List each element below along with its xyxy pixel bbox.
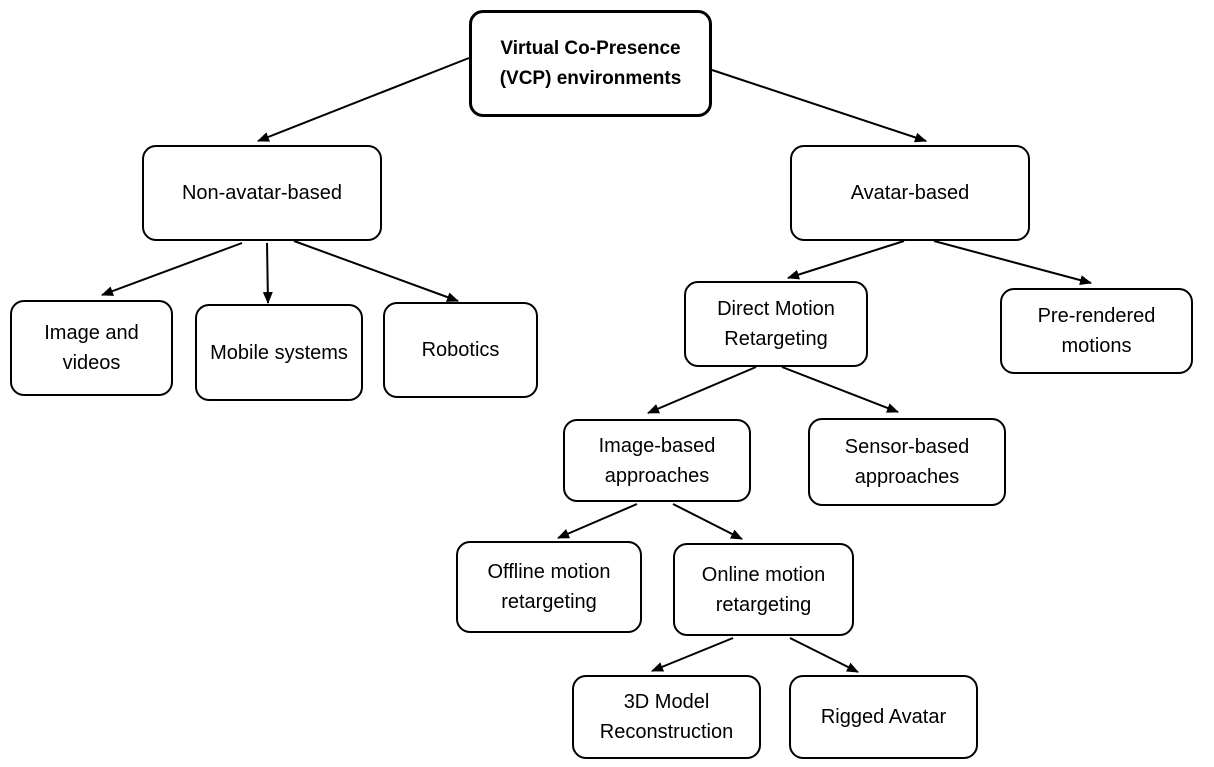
node-robotics: Robotics (383, 302, 538, 398)
edge-avatar-to-direct_motion (787, 240, 905, 280)
node-offline-motion-retargeting: Offline motion retargeting (456, 541, 642, 633)
node-pre-rendered-motions: Pre-rendered motions (1000, 288, 1193, 374)
node-avatar-based: Avatar-based (790, 145, 1030, 241)
edge-online-to-rigged (789, 637, 859, 673)
edge-non_avatar-to-image_videos (101, 242, 243, 296)
node-image-based-approaches: Image-based approaches (563, 419, 751, 502)
node-online-motion-retargeting: Online motion retargeting (673, 543, 854, 636)
node-mobile-systems: Mobile systems (195, 304, 363, 401)
edge-direct_motion-to-sensor_based (781, 366, 899, 413)
edge-non_avatar-to-mobile (262, 242, 273, 304)
node-vcp-environments: Virtual Co-Presence (VCP) environments (469, 10, 712, 117)
edge-vcp-to-avatar (711, 69, 927, 143)
edge-direct_motion-to-image_based (647, 366, 757, 414)
node-direct-motion-retargeting: Direct Motion Retargeting (684, 281, 868, 367)
edge-online-to-model_3d (651, 637, 734, 672)
node-rigged-avatar: Rigged Avatar (789, 675, 978, 759)
edge-image_based-to-online (672, 503, 743, 540)
node-sensor-based-approaches: Sensor-based approaches (808, 418, 1006, 506)
edge-image_based-to-offline (557, 503, 638, 539)
edge-vcp-to-non_avatar (257, 57, 470, 142)
node-image-and-videos: Image and videos (10, 300, 173, 396)
node-non-avatar-based: Non-avatar-based (142, 145, 382, 241)
edge-non_avatar-to-robotics (293, 240, 459, 302)
edge-avatar-to-prerendered (933, 240, 1092, 285)
node-3d-model-reconstruction: 3D Model Reconstruction (572, 675, 761, 759)
